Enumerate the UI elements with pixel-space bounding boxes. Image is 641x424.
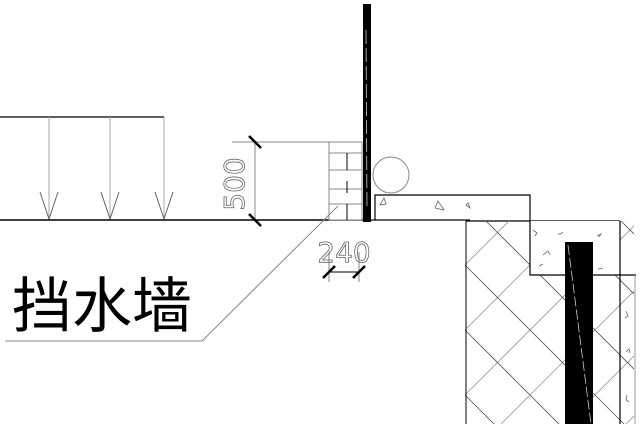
- embedded-steel-plate: [565, 242, 593, 424]
- width-dimension: 240: [317, 236, 371, 282]
- retaining-wall-label: 挡水墙: [12, 272, 192, 342]
- height-dimension-label: 500: [218, 157, 251, 210]
- width-dimension-label: 240: [317, 236, 370, 269]
- concrete-slab: [371, 194, 620, 222]
- height-dimension: 500: [218, 135, 345, 227]
- backer-rod-circle: [372, 156, 410, 194]
- brick-retaining-wall: [328, 141, 363, 221]
- load-arrows: [0, 116, 174, 221]
- label-leader-line: [5, 205, 339, 342]
- vertical-waterproof-membrane: [363, 4, 371, 222]
